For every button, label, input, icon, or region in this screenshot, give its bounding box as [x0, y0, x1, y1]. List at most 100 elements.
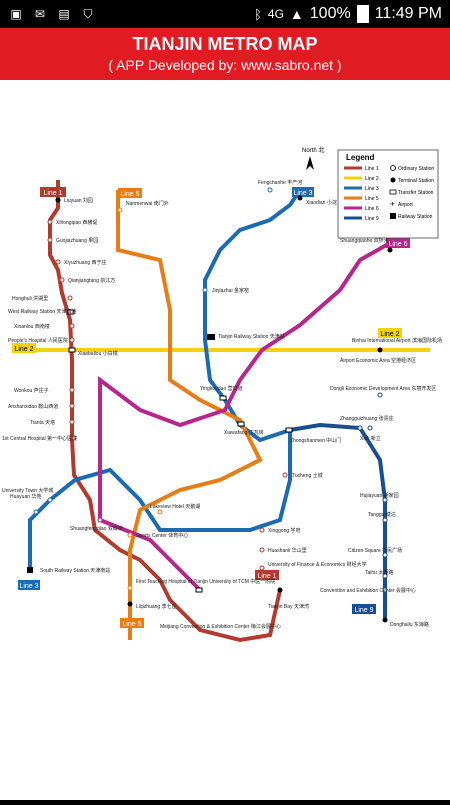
image-icon: ▣ [10, 7, 22, 21]
svg-text:Huayuan 华苑: Huayuan 华苑 [10, 493, 41, 500]
station-convention[interactable]: Convention and Exhibition Center 会展中心 [320, 587, 416, 594]
station-huayuan[interactable]: Huayuan 华苑 [10, 493, 53, 503]
station-tianta[interactable]: Tianta 天塔 [30, 419, 75, 426]
station-no1-hospital[interactable]: 1st Central Hospital 第一中心医院 [2, 435, 77, 442]
svg-text:Dongli Economic Development Ar: Dongli Economic Development Area 东丽开发区 [330, 385, 436, 392]
station-xinli[interactable]: Xinli 新立 [360, 425, 381, 442]
station-xiaobailou[interactable]: Xiaobailou 小白楼 [68, 347, 118, 357]
svg-text:Binhai International Airport 滨: Binhai International Airport 滨海国际机场 [352, 337, 442, 344]
svg-text:Zhongshanmen 中山门: Zhongshanmen 中山门 [290, 437, 341, 444]
svg-text:Tianjin Railway Station 天津站: Tianjin Railway Station 天津站 [218, 333, 285, 340]
station-taihu[interactable]: Taihu 太湖路 [365, 569, 393, 579]
station-anshanxidao[interactable]: Anshanxidao 鞍山西道 [8, 403, 75, 410]
station-peoples-hospital[interactable]: People's Hospital 人民医院 [8, 337, 75, 344]
station-west-railway[interactable]: West Railway Station 天津西站 [8, 308, 77, 315]
station-xiawafang[interactable]: Xiawafang 下瓦房 [224, 421, 264, 436]
station-university-town[interactable]: University Town 大学城 [2, 487, 53, 515]
svg-text:Xinli 新立: Xinli 新立 [360, 435, 381, 442]
line3-path [28, 188, 302, 570]
metro-map[interactable]: Line 1 Line 5 Line 3 Line 6 Line 2 Line … [0, 80, 450, 800]
svg-text:Convention and Exhibition Cent: Convention and Exhibition Center 会展中心 [320, 587, 416, 594]
station-citizen-square[interactable]: Citizen Square 市民广场 [348, 547, 402, 558]
legend: Legend Line 1 Line 2 Line 3 Line 5 Line … [337, 149, 439, 239]
svg-text:Sports Center 体育中心: Sports Center 体育中心 [136, 532, 188, 539]
svg-text:Xinggong 学府: Xinggong 学府 [268, 527, 301, 534]
station-first-hospital[interactable]: First Teaching Hospital of Tianjin Unive… [127, 578, 275, 591]
station-liuyuan[interactable]: Liuyuan 刘园 [55, 197, 93, 204]
svg-text:Xiyuzhuang 西于庄: Xiyuzhuang 西于庄 [64, 259, 107, 266]
svg-text:1st Central Hospital 第一中心医院: 1st Central Hospital 第一中心医院 [2, 435, 77, 442]
badge-line1-bottom-label: Line 1 [257, 573, 276, 580]
station-dongli[interactable]: Dongli Economic Development Area 东丽开发区 [330, 385, 436, 398]
battery-icon [356, 5, 369, 23]
station-yingkoudao[interactable]: Yingkoudao 营口道 [200, 385, 243, 401]
badge-line1-top-label: Line 1 [43, 190, 62, 197]
gallery-icon: ▤ [58, 7, 70, 21]
station-university-finance[interactable]: University of Finance & Economics 财经大学 [259, 561, 367, 571]
app-header: TIANJIN METRO MAP ( APP Developed by: ww… [0, 28, 450, 80]
station-huashanli[interactable]: Huashanli 华山里 [259, 547, 307, 554]
svg-text:Xiawafang 下瓦房: Xiawafang 下瓦房 [224, 429, 264, 436]
station-binhai-airport[interactable]: Binhai International Airport 滨海国际机场 [352, 337, 442, 344]
station-lujiazui[interactable]: Liqizhuang 李七庄 [127, 601, 177, 611]
svg-text:Xiaobailou 小白楼: Xiaobailou 小白楼 [78, 350, 118, 357]
station-tianjin-railway[interactable]: Tianjin Railway Station 天津站 [207, 333, 285, 340]
svg-text:Guojiazhuang 果园: Guojiazhuang 果园 [56, 238, 98, 244]
svg-text:Qianjiangfang 前江方: Qianjiangfang 前江方 [68, 277, 115, 284]
line5-path [116, 190, 263, 640]
badge-line6-right-label: Line 6 [388, 241, 407, 248]
svg-text:Line 9: Line 9 [365, 216, 379, 222]
station-fengchanhe[interactable]: Fengchanhe 丰产河 [258, 179, 302, 193]
station-qianhuangfang[interactable]: Qianjiangfang 前江方 [59, 277, 115, 284]
svg-text:Tanggu 塘沽: Tanggu 塘沽 [368, 511, 396, 518]
svg-text:Donghailu 东海路: Donghailu 东海路 [390, 621, 429, 628]
station-xiyuzhuang[interactable]: Xiyuzhuang 西于庄 [55, 259, 107, 266]
station-hujiayuan[interactable]: Hujiayuan 胡家园 [360, 492, 399, 503]
badge-line9-bottom-label: Line 9 [354, 607, 373, 614]
station-donghailu[interactable]: Donghailu 东海路 [382, 617, 429, 629]
svg-text:South Railway Station 天津南站: South Railway Station 天津南站 [40, 567, 110, 574]
station-jinjiazhai[interactable]: Jinjiazhai 金家窑 [202, 287, 249, 294]
svg-text:Liuyuan 刘园: Liuyuan 刘园 [64, 197, 93, 204]
station-nankou[interactable]: Nanmenwai 南门外 [117, 200, 169, 213]
legend-line2: Line 2 [344, 176, 379, 182]
station-lakeview[interactable]: Lakeview Hotel 天鹅湖 [150, 503, 200, 515]
svg-text:Xiaodian 小淀: Xiaodian 小淀 [306, 199, 337, 206]
station-zhangguizhuang[interactable]: Zhangguizhuang 张贵庄 [340, 415, 394, 431]
badge-line9-bottom: Line 9 [352, 604, 376, 614]
station-shuangfeng[interactable]: Shuangfengqiao 双峰桥 [70, 517, 123, 532]
app-title: TIANJIN METRO MAP [132, 34, 318, 54]
svg-text:Railway Station: Railway Station [398, 214, 433, 220]
legend-airport: ✈Airport [390, 201, 413, 208]
station-zhongshanmen[interactable]: Zhongshanmen 中山门 [285, 427, 341, 444]
station-tanggu[interactable]: Tanggu 塘沽 [368, 511, 396, 523]
north-arrow-icon [306, 156, 314, 170]
station-xiaodian[interactable]: Xiaodian 小淀 [297, 195, 337, 207]
station-airport-area[interactable]: Airport Economic Area 空港经济区 [340, 347, 416, 365]
line9-path [289, 422, 387, 620]
svg-text:Huashanli 华山里: Huashanli 华山里 [268, 547, 307, 554]
stations[interactable]: Liuyuan 刘园 Xihongqiao 西横堤 Guojiazhuang 果… [2, 179, 442, 630]
station-xihongqiao[interactable]: Xihongqiao 西横堤 [47, 219, 97, 226]
station-honghuli[interactable]: Honghuli 洪湖里 [12, 295, 73, 302]
badge-line1-top: Line 1 [40, 187, 66, 197]
station-tianjin-bay[interactable]: Tianjin Bay 天津湾 [268, 587, 309, 611]
metro-map-svg[interactable]: Line 1 Line 5 Line 3 Line 6 Line 2 Line … [0, 80, 450, 800]
svg-text:Transfer Station: Transfer Station [398, 190, 434, 196]
mail-icon: ✉ [34, 7, 46, 21]
station-sports-center[interactable]: Sports Center 体育中心 [127, 532, 188, 539]
station-xinanlou[interactable]: Xinanlou 西南楼 [14, 323, 75, 330]
svg-text:Xihongqiao 西横堤: Xihongqiao 西横堤 [56, 219, 97, 226]
station-meijiang[interactable]: Meijiang Convention & Exhibition Center … [160, 587, 281, 630]
station-xinggong[interactable]: Xinggong 学府 [259, 527, 301, 534]
svg-text:Citizen Square 市民广场: Citizen Square 市民广场 [348, 547, 402, 554]
battery-percent: 100% [309, 5, 351, 22]
station-shuangqiaohe[interactable]: Shuangqiaohe 双桥河 [340, 237, 393, 253]
station-tucheng[interactable]: Tucheng 土城 [282, 472, 323, 479]
station-wonkou[interactable]: Wonkou 芦庄子 [14, 387, 75, 394]
svg-text:Taihu 太湖路: Taihu 太湖路 [365, 569, 393, 576]
station-south-railway[interactable]: South Railway Station 天津南站 [27, 567, 110, 574]
station-guojiaofang[interactable]: Guojiazhuang 果园 [47, 237, 98, 244]
svg-text:University Town 大学城: University Town 大学城 [2, 487, 53, 494]
svg-text:Xinanlou 西南楼: Xinanlou 西南楼 [14, 323, 50, 330]
